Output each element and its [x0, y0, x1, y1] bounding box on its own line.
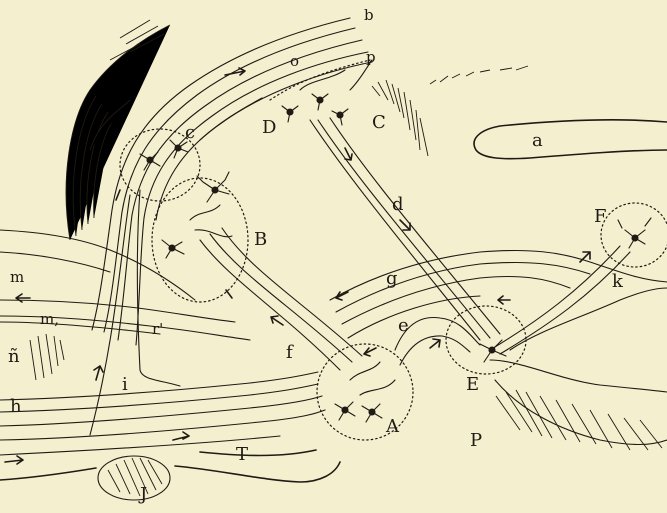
hatched-mass-P — [495, 380, 667, 450]
lower-horizontal-fibres — [0, 372, 325, 455]
dotted-regions — [120, 60, 667, 440]
label-o: o — [290, 52, 299, 70]
label-e: e — [398, 315, 409, 336]
label-C: C — [372, 112, 386, 133]
label-F: F — [594, 206, 607, 227]
label-k: k — [612, 271, 624, 292]
label-f: f — [286, 342, 294, 363]
label-m1: m, — [40, 310, 59, 328]
label-T: T — [236, 444, 248, 465]
hatched-mass-n — [30, 334, 64, 380]
label-d: d — [392, 194, 404, 215]
label-a: a — [532, 130, 543, 151]
hatched-mass-top-left — [66, 20, 170, 240]
label-A: A — [385, 416, 400, 437]
hatched-mass-C — [372, 66, 528, 156]
label-g: g — [386, 268, 398, 289]
structure-a-outline — [474, 120, 667, 159]
neurons — [140, 60, 651, 422]
label-p: p — [366, 48, 376, 66]
label-c-small: c — [185, 122, 195, 143]
label-i: i — [122, 374, 128, 395]
label-P: P — [470, 430, 482, 451]
label-B: B — [254, 229, 267, 250]
middle-contours — [330, 250, 667, 338]
label-h: h — [10, 396, 22, 417]
label-b: b — [364, 6, 374, 24]
label-J: J — [138, 484, 147, 505]
label-n: ñ — [8, 346, 20, 367]
label-r: r' — [152, 320, 163, 338]
label-E: E — [466, 374, 479, 395]
axon-tracts — [90, 118, 630, 435]
label-m: m — [10, 268, 24, 286]
hatched-mass-J — [98, 456, 170, 500]
label-D: D — [262, 117, 276, 138]
